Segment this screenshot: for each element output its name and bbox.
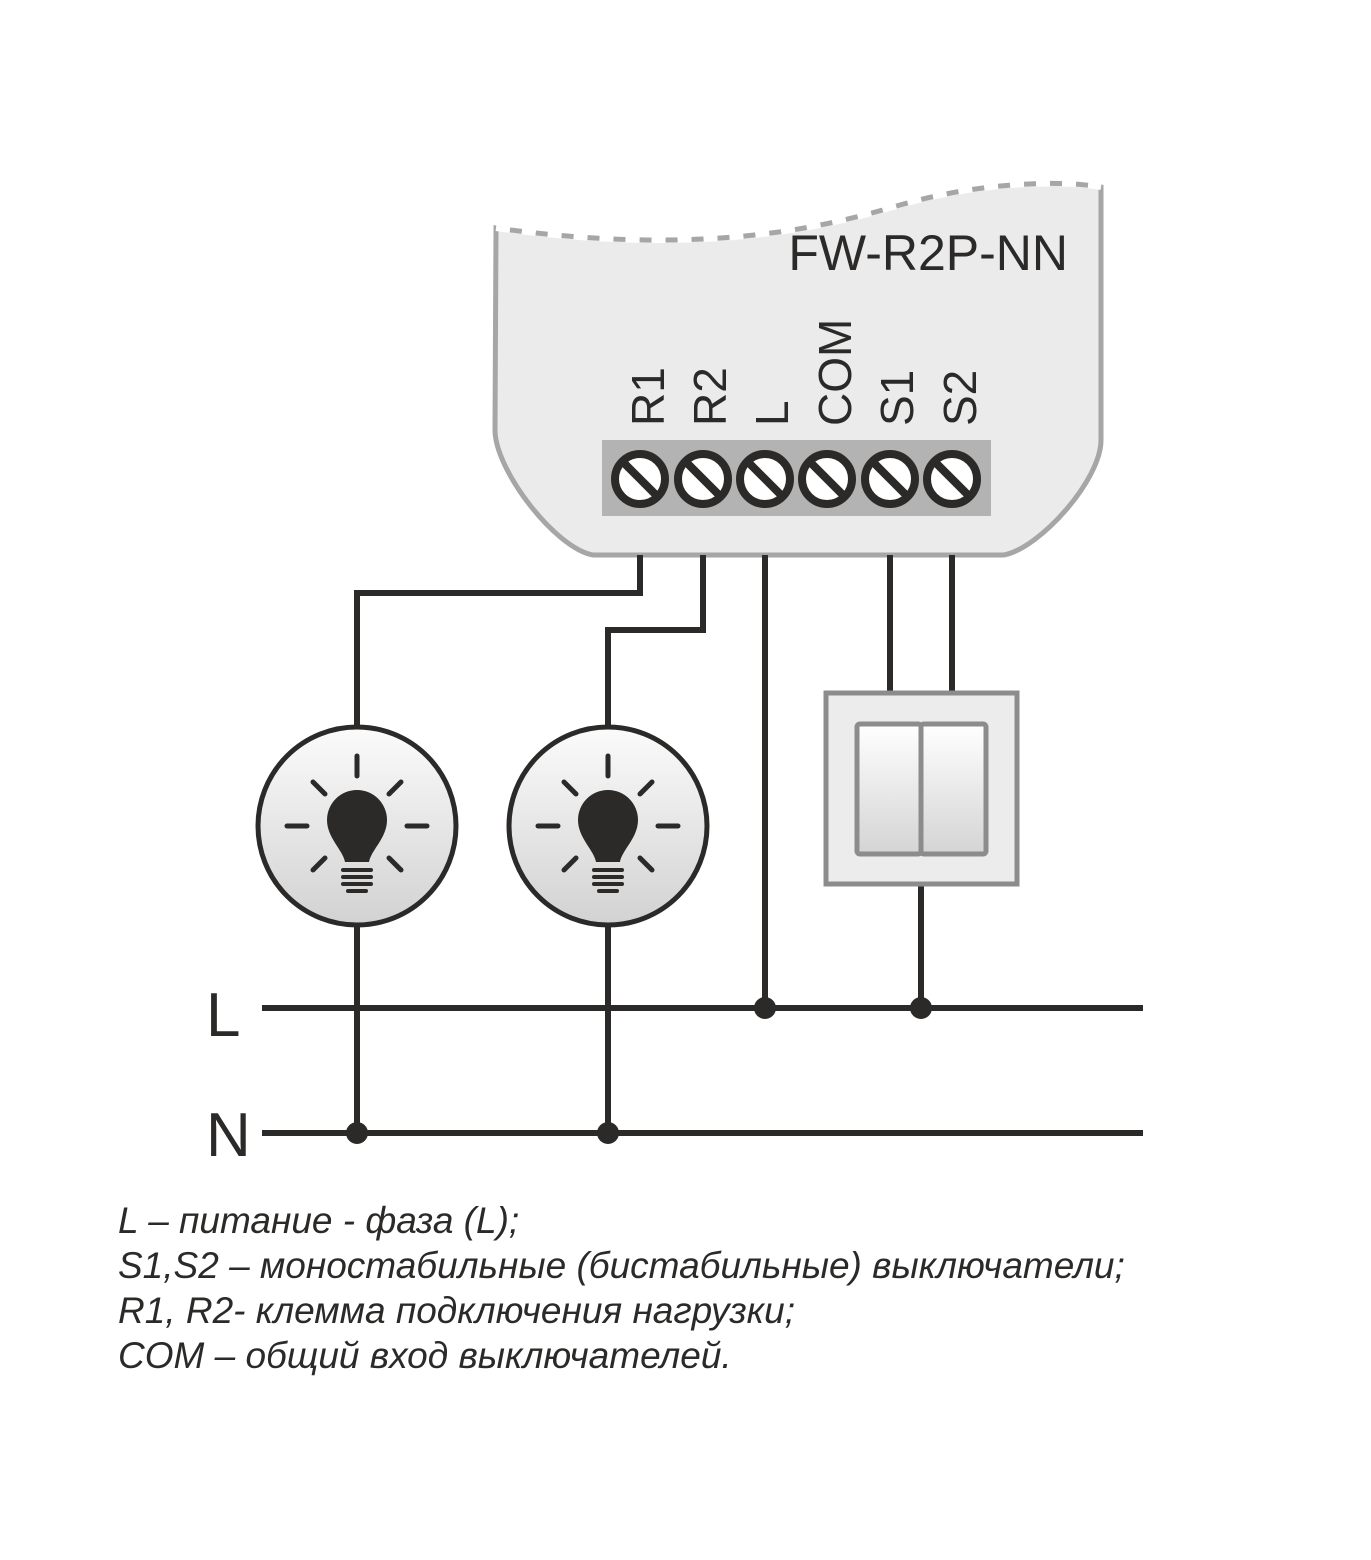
terminal-label-r1: R1 xyxy=(622,367,674,426)
junction-dot xyxy=(910,997,932,1019)
terminal-label-com: COM xyxy=(809,319,861,426)
terminal-labels: R1 R2 L COM S1 S2 xyxy=(622,319,986,426)
junctions xyxy=(346,997,932,1144)
wires xyxy=(262,555,1143,1136)
junction-dot xyxy=(597,1122,619,1144)
device-cut-edge xyxy=(495,180,1102,244)
lamp-1 xyxy=(255,724,459,928)
terminal-label-s1: S1 xyxy=(871,370,923,426)
phase-line-label: L xyxy=(206,981,240,1050)
terminal-label-r2: R2 xyxy=(684,367,736,426)
terminal-screw-r2 xyxy=(678,454,728,504)
legend-item-s1-s2: S1,S2 – моностабильные (бистабильные) вы… xyxy=(118,1245,1125,1286)
terminal-screw-s1 xyxy=(865,454,915,504)
junction-dot xyxy=(346,1122,368,1144)
double-switch-icon xyxy=(823,690,1020,887)
wire-r2-to-lamp2 xyxy=(605,555,706,727)
device-model: FW-R2P-NN xyxy=(788,225,1068,281)
switch-key-2 xyxy=(918,721,989,857)
switch-key-1 xyxy=(854,721,924,857)
terminal-label-s2: S2 xyxy=(934,370,986,426)
lamp-2 xyxy=(506,724,710,928)
legend-item-com: COM – общий вход выключателей. xyxy=(118,1335,732,1376)
terminal-screw-s2 xyxy=(927,454,977,504)
wire-r1-to-lamp1 xyxy=(354,555,643,727)
terminal-label-l: L xyxy=(746,400,798,426)
device-module: FW-R2P-NN R1 R2 L COM S1 S2 xyxy=(492,180,1104,558)
legend-item-l: L – питание - фаза (L); xyxy=(118,1200,520,1241)
terminal-screw-com xyxy=(802,454,852,504)
legend-item-r1-r2: R1, R2- клемма подключения нагрузки; xyxy=(118,1290,796,1331)
junction-dot xyxy=(754,997,776,1019)
terminal-screw-r1 xyxy=(615,454,665,504)
neutral-line-label: N xyxy=(206,1101,251,1170)
terminal-screw-l xyxy=(740,454,790,504)
legend: L – питание - фаза (L); S1,S2 – моностаб… xyxy=(118,1198,1338,1378)
